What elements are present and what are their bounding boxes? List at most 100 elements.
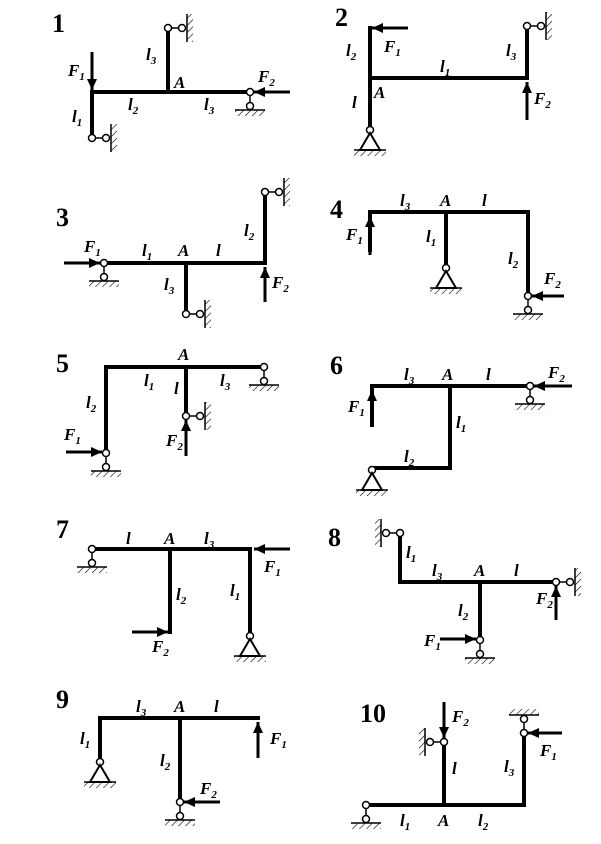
frame-bar — [370, 384, 452, 470]
label-a: A — [177, 241, 189, 260]
panel-number: 9 — [56, 685, 69, 714]
label-l: l — [514, 561, 519, 580]
label-f2: F2 — [257, 67, 275, 89]
label-l1: l1 — [456, 413, 466, 435]
label-a: A — [441, 365, 453, 384]
hinge — [523, 305, 533, 315]
label-l2: l2 — [244, 221, 255, 243]
label-l: l — [352, 93, 357, 112]
label-f2: F2 — [543, 269, 561, 291]
pin-support — [360, 471, 384, 491]
wall-hatch — [205, 300, 211, 328]
frame-bar — [98, 716, 260, 758]
hinge — [439, 737, 449, 747]
ground-hatch — [84, 782, 116, 788]
hinge — [181, 411, 191, 421]
ground-hatch — [351, 823, 381, 829]
label-l2: l2 — [458, 601, 469, 623]
panel-number: 5 — [56, 349, 69, 378]
label-l1: l1 — [144, 371, 154, 393]
hinge — [475, 649, 485, 659]
panel-number: 2 — [335, 3, 348, 32]
force-arrowhead — [89, 258, 100, 268]
hinge — [519, 714, 529, 724]
force-arrowhead — [465, 634, 476, 644]
label-l: l — [482, 191, 487, 210]
hinge — [101, 448, 111, 458]
force-arrowhead — [87, 79, 97, 90]
panel-number: 7 — [56, 515, 69, 544]
label-l1: l1 — [400, 811, 410, 833]
ground-hatch — [354, 150, 386, 156]
force-arrowhead — [372, 23, 383, 33]
label-f1: F1 — [347, 397, 365, 419]
force-arrowhead — [367, 390, 377, 401]
label-f1: F1 — [345, 225, 363, 247]
wall-hatch — [187, 14, 193, 42]
frame-bar — [364, 733, 526, 807]
force-arrowhead — [551, 586, 561, 597]
label-l3: l3 — [204, 529, 215, 551]
hinge — [195, 411, 205, 421]
pin-support — [434, 269, 458, 289]
label-l: l — [452, 759, 457, 778]
pin-support — [238, 637, 262, 657]
force-arrowhead — [365, 216, 375, 227]
label-l3: l3 — [506, 41, 517, 63]
label-l3: l3 — [204, 95, 215, 117]
label-f2: F2 — [165, 431, 183, 453]
panel-number: 1 — [52, 9, 65, 38]
label-l2: l2 — [346, 41, 357, 63]
force-arrowhead — [528, 728, 539, 738]
hinge — [101, 462, 111, 472]
wall-hatch — [546, 12, 552, 40]
hinge — [175, 811, 185, 821]
pin-support — [88, 763, 112, 783]
label-l2: l2 — [86, 393, 97, 415]
label-a: A — [437, 811, 449, 830]
hinge — [177, 23, 187, 33]
hinge — [361, 814, 371, 824]
label-f1: F1 — [83, 237, 101, 259]
panel-number: 4 — [330, 195, 343, 224]
label-l2: l2 — [176, 585, 187, 607]
hinge — [475, 635, 485, 645]
label-f2: F2 — [199, 779, 217, 801]
frame-bar — [102, 192, 267, 265]
ground-hatch — [235, 110, 265, 116]
force-arrowhead — [157, 627, 168, 637]
wall-hatch — [111, 124, 117, 152]
ground-hatch — [249, 385, 279, 391]
label-f2: F2 — [533, 89, 551, 111]
wall-hatch — [419, 728, 425, 756]
panel-number: 8 — [328, 523, 341, 552]
hinge — [565, 577, 575, 587]
label-a: A — [173, 697, 185, 716]
label-l3: l3 — [164, 275, 175, 297]
label-f1: F1 — [63, 425, 81, 447]
ground-hatch — [356, 490, 388, 496]
ground-hatch — [165, 820, 195, 826]
hinge — [525, 381, 535, 391]
ground-hatch — [234, 656, 266, 662]
wall-hatch — [205, 402, 211, 430]
ground-hatch — [515, 404, 545, 410]
wall-hatch — [284, 178, 290, 206]
hinge — [245, 101, 255, 111]
label-f1: F1 — [263, 557, 281, 579]
force-arrowhead — [254, 87, 265, 97]
ground-hatch — [465, 658, 495, 664]
label-l2: l2 — [160, 751, 171, 773]
label-f2: F2 — [547, 363, 565, 385]
label-f2: F2 — [271, 273, 289, 295]
hinge — [525, 395, 535, 405]
hinge — [87, 133, 97, 143]
label-l: l — [214, 697, 219, 716]
label-l3: l3 — [404, 365, 415, 387]
label-a: A — [163, 529, 175, 548]
hinge — [101, 133, 111, 143]
